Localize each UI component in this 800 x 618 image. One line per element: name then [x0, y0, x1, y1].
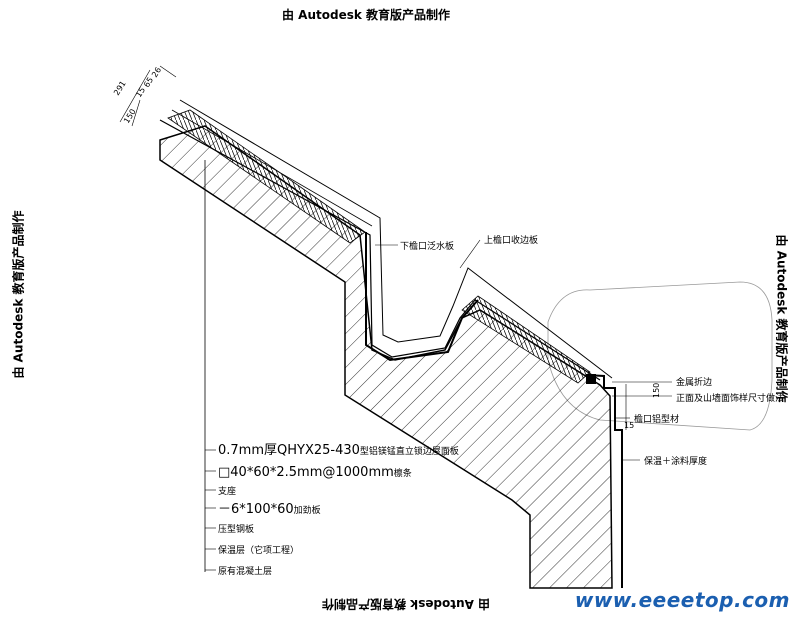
- layer-0: 0.7mm厚QHYX25-430型铝镁锰直立锁边屋面板: [218, 443, 459, 458]
- roof-sheet-upper: [159, 119, 601, 381]
- layer-list: 0.7mm厚QHYX25-430型铝镁锰直立锁边屋面板 □40*60*2.5mm…: [205, 443, 459, 577]
- callout-eave-profile: 檐口铝型材: [634, 413, 679, 425]
- eave-profile: [585, 374, 623, 588]
- site-watermark: www.eeeetop.com: [574, 588, 790, 612]
- callout-upper-flashing: 上檐口收边板: [484, 234, 538, 246]
- callout-metal-trim: 金属折边: [676, 376, 712, 388]
- layer-4: 压型钢板: [218, 523, 254, 535]
- roof-sheet-outer: [179, 99, 613, 379]
- callout-lower-flashing: 下檐口泛水板: [400, 240, 454, 252]
- callout-facade-note: 正面及山墙面饰样尺寸做法: [676, 392, 784, 404]
- watermark-top: 由 Autodesk 教育版产品制作: [282, 8, 451, 22]
- dim-150: 150: [122, 107, 138, 125]
- layer-3: －6*100*60加劲板: [218, 502, 321, 517]
- layer-2: 支座: [218, 485, 236, 497]
- dim-15: 15: [134, 86, 147, 99]
- dim-26: 26: [150, 66, 163, 79]
- layer-6: 原有混凝土层: [218, 565, 272, 577]
- dim-65: 65: [142, 76, 155, 89]
- layer-5: 保温层（它项工程）: [218, 544, 299, 556]
- dim-r15: 15: [624, 421, 634, 430]
- insulation-lower: [461, 295, 591, 384]
- callout-insulation-coating: 保温＋涂料厚度: [644, 455, 707, 467]
- dim-r150: 150: [652, 383, 661, 398]
- dim-291: 291: [112, 79, 128, 97]
- layer-1: □40*60*2.5mm@1000mm檩条: [218, 465, 412, 480]
- gutter: [365, 232, 479, 362]
